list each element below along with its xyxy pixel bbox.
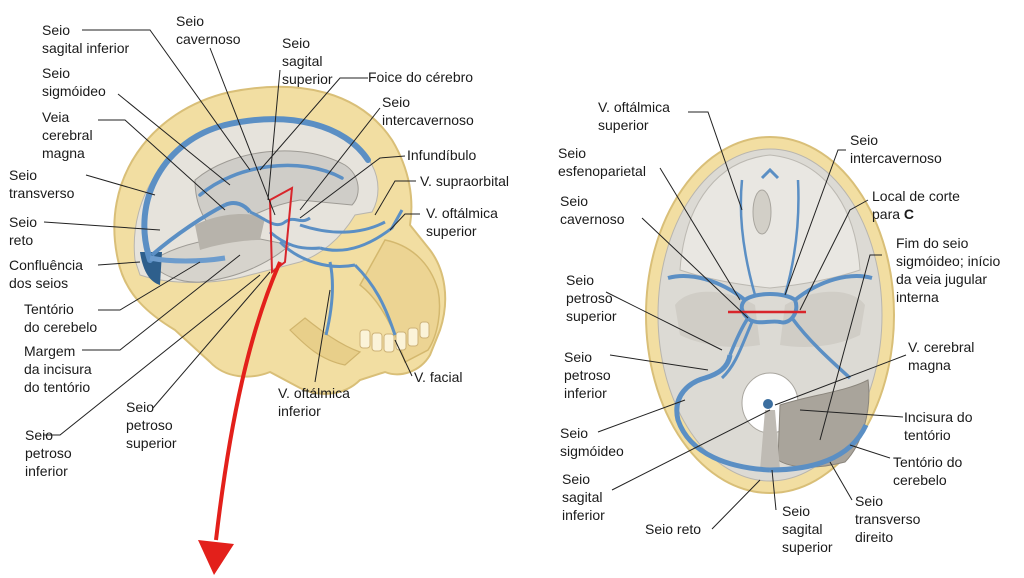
label-seio-sagital-inferior: Seio sagital inferior	[42, 22, 129, 56]
inferior-petrosal-left	[720, 321, 754, 380]
superior-petrosal-left	[728, 317, 750, 356]
label-infundibulo: Infundíbulo	[407, 147, 476, 163]
label-r-seio-petroso-inferior: Seio petroso inferior	[564, 349, 615, 401]
cavernous-intercavernous	[739, 292, 799, 325]
label-seio-petroso-inferior-left: Seio petroso inferior	[25, 427, 76, 479]
label-seio-sagital-superior: Seio sagital superior	[282, 35, 333, 87]
label-veia-cerebral-magna: Veia cerebral magna	[42, 109, 96, 161]
great-cerebral-vein-dot	[763, 399, 773, 409]
teeth	[359, 321, 430, 353]
view-arrow-head	[198, 540, 234, 575]
label-r-v-cerebral-magna: V. cerebral magna	[908, 339, 978, 373]
right-leader-lines	[597, 111, 907, 530]
label-r-seio-sigmoideo: Seio sigmóideo	[560, 425, 624, 459]
label-v-facial: V. facial	[414, 369, 463, 385]
label-seio-reto: Seio reto	[9, 214, 41, 248]
label-r-tentorio-do-cerebelo: Tentório do cerebelo	[893, 454, 966, 488]
label-margem-incisura: Margem da incisura do tentório	[24, 343, 96, 395]
sphenoparietal-left	[667, 274, 747, 302]
label-seio-transverso: Seio transverso	[9, 167, 75, 201]
label-r-seio-petroso-superior: Seio petroso superior	[566, 272, 617, 324]
superior-sagittal-sinus	[141, 116, 371, 263]
view-arrow	[214, 261, 282, 541]
label-seio-intercavernoso: Seio intercavernoso	[382, 94, 474, 128]
falx-posterior	[760, 410, 780, 470]
label-seio-petroso-superior-left: Seio petroso superior	[126, 399, 177, 451]
transverse-sigmoid-left	[674, 354, 771, 473]
ophthalmic-superior-right-panel	[739, 179, 800, 296]
label-seio-cavernoso: Seio cavernoso	[176, 13, 241, 47]
label-v-oftalmica-inferior: V. oftálmica inferior	[278, 385, 354, 419]
label-r-seio-transverso-direito: Seio transverso direito	[855, 493, 924, 545]
label-r-seio-esfenoparietal: Seio esfenoparietal	[558, 145, 646, 179]
label-v-oftalmica-superior: V. oftálmica superior	[426, 205, 502, 239]
label-tentorio-do-cerebelo: Tentório do cerebelo	[24, 301, 97, 335]
label-r-seio-sagital-superior: Seio sagital superior	[782, 503, 833, 555]
left-labels: Seio sagital inferior Seio cavernoso Sei…	[9, 13, 509, 479]
right-labels: V. oftálmica superior Seio intercavernos…	[558, 99, 1004, 555]
transverse-sinus	[149, 255, 226, 264]
cranial-base-illustration	[645, 136, 895, 494]
superior-petrosal-right	[790, 316, 852, 380]
left-leader-lines	[43, 29, 420, 436]
label-r-seio-reto: Seio reto	[645, 521, 701, 537]
label-r-fim-seio-sigmoideo: Fim do seio sigmóideo; início da veia ju…	[896, 235, 1004, 305]
transverse-sinus-right	[769, 423, 869, 473]
skull-jaw	[289, 317, 362, 366]
label-confluencia-dos-seios: Confluência dos seios	[9, 257, 87, 291]
skull-lateral-illustration	[113, 85, 447, 575]
label-v-supraorbital: V. supraorbital	[420, 173, 509, 189]
label-r-v-oftalmica-superior: V. oftálmica superior	[598, 99, 674, 133]
label-r-incisura-do-tentorio: Incisura do tentório	[904, 409, 976, 443]
sagittal-superior-anterior	[760, 167, 780, 180]
crista-galli	[752, 189, 772, 235]
label-r-seio-cavernoso: Seio cavernoso	[560, 193, 625, 227]
label-foice-do-cerebro: Foice do cérebro	[368, 69, 473, 85]
posterior-fossa-shadow	[195, 214, 265, 250]
label-r-seio-intercavernoso: Seio intercavernoso	[850, 132, 942, 166]
sphenoparietal-right	[793, 274, 873, 302]
label-seio-sigmoideo: Seio sigmóideo	[42, 65, 106, 99]
great-cerebral-vein	[224, 201, 252, 214]
label-r-local-de-corte: Local de corte para C	[872, 188, 964, 222]
cavernous-network	[249, 210, 386, 268]
label-r-seio-sagital-inferior: Seio sagital inferior	[562, 471, 606, 523]
straight-sinus	[150, 203, 226, 257]
cut-plane-marker	[268, 186, 294, 274]
inferior-sagittal-sinus	[198, 163, 344, 197]
